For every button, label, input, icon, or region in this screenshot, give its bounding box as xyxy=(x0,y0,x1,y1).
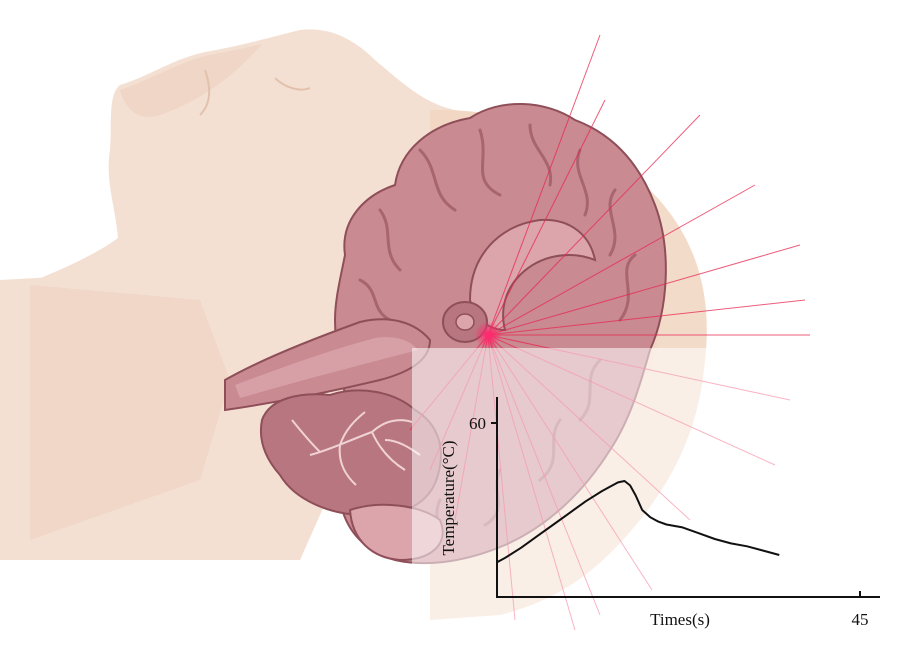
thalamus-core xyxy=(456,314,474,330)
y-tick-label-60: 60 xyxy=(469,414,486,433)
y-axis-title: Temperature(°C) xyxy=(439,440,458,555)
x-axis-title: Times(s) xyxy=(650,610,710,629)
x-tick-label-45: 45 xyxy=(852,610,869,629)
laser-focus-point xyxy=(485,332,492,339)
